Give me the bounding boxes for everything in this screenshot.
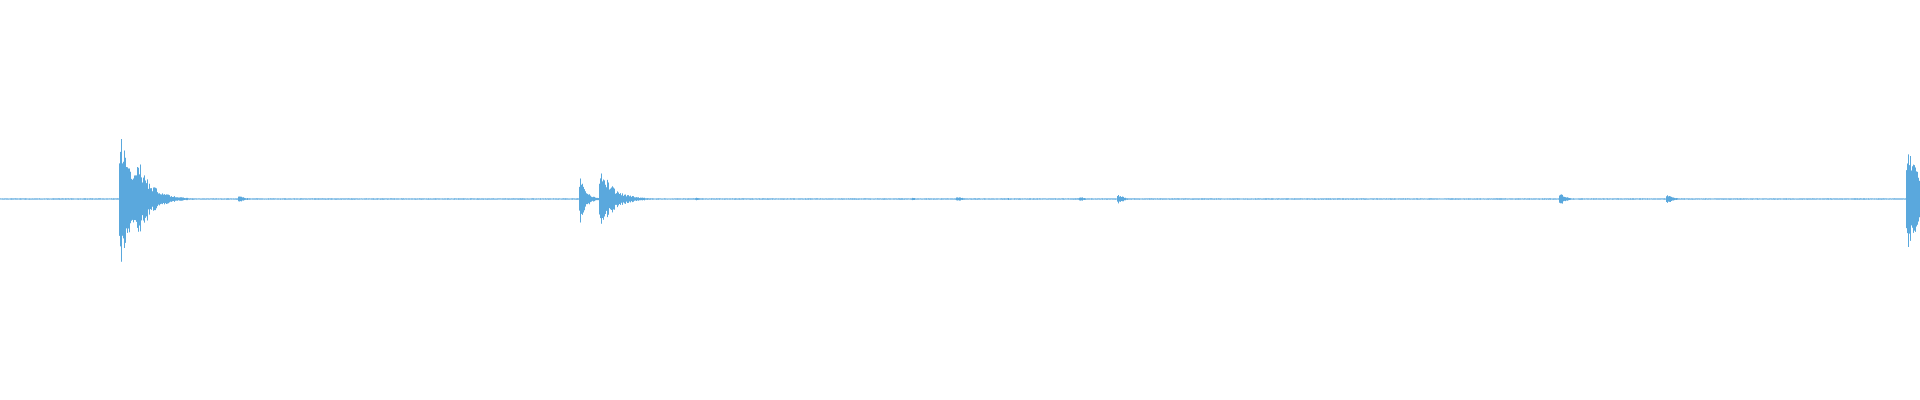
waveform-samples bbox=[0, 139, 1920, 262]
